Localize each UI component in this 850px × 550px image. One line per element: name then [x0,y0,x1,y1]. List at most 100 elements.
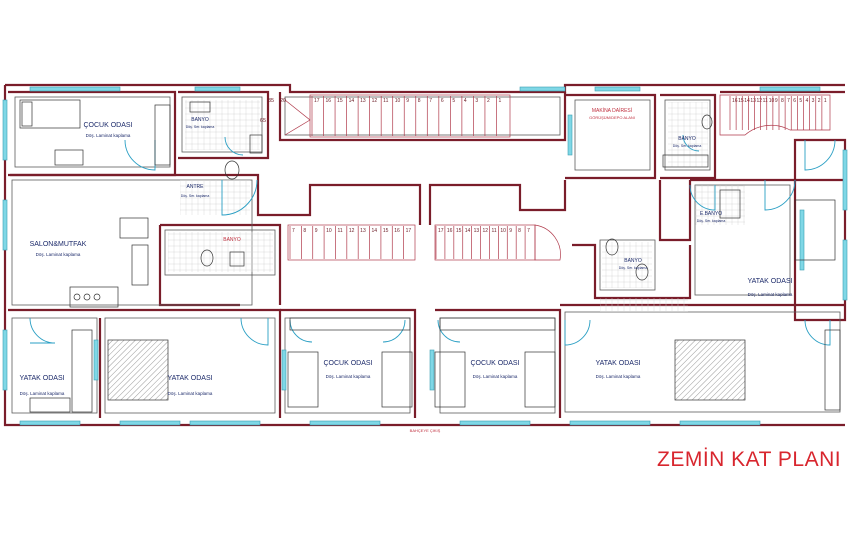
room-labels: ÇOCUK ODASI Döş. Laminat kaplama BANYO D… [19,107,792,433]
stair-step-number: 13 [750,98,756,104]
stair-step-number: 9 [315,228,318,234]
stair-step-number: 14 [744,98,750,104]
label-cocuk-odasi-top-left: ÇOCUK ODASI [83,122,132,129]
stair-step-number: 14 [465,228,471,234]
door-swings [29,134,836,346]
stair-step-number: 14 [349,98,355,104]
label-bottom-note: BAHÇEYE ÇIKIŞ [410,428,441,433]
stair-step-number: 2 [487,98,490,104]
stair-step-number: 13 [474,228,480,234]
label-cocuk-odasi-mid-right: ÇOCUK ODASI [470,360,519,367]
stair-step-number: 4 [806,98,809,104]
label-yatak-odasi-right2: YATAK ODASI [747,278,792,285]
label-banyo-mid-left: BANYO [223,237,241,243]
stair-step-number: 15 [383,228,389,234]
stair-step-number: 8 [781,98,784,104]
stair-step-number: 16 [394,228,400,234]
stair-step-number: 16 [732,98,738,104]
stair-step-number: 13 [360,98,366,104]
plan-title: ZEMİN KAT PLANI [657,448,841,471]
label-cocuk-odasi-top-left-floor: Döş. Laminat kaplama [86,133,131,138]
label-salon-mutfak: SALON&MUTFAK [30,241,87,248]
label-cocuk-odasi-mid-right-floor: Döş. Laminat kaplama [473,374,518,379]
dim-20: 20 [280,98,286,104]
stair-step-number: 6 [793,98,796,104]
stair-step-number: 10 [326,228,332,234]
label-yatak-odasi-left2-floor: Döş. Laminat kaplama [168,391,213,396]
stair-step-number: 15 [738,98,744,104]
stair-step-number: 3 [812,98,815,104]
label-ebanyo: E.BANYO [700,211,722,217]
stair-step-number: 10 [769,98,775,104]
dim-65: 65 [260,118,266,124]
stair-step-number: 7 [787,98,790,104]
stair-step-number: 15 [456,228,462,234]
dim-35: 35 [268,98,274,104]
inner-partitions [11,96,841,414]
label-antre: ANTRE [187,184,205,190]
stair-step-number: 2 [818,98,821,104]
label-banyo-top-left: BANYO [191,117,209,123]
stair-step-number: 14 [372,228,378,234]
label-makina-dairesi: MAKİNA DAİRESİ [592,107,632,114]
stair-step-number: 7 [429,98,432,104]
stair-step-number: 1 [824,98,827,104]
tiled-floors [168,100,745,312]
stair-step-number: 16 [447,228,453,234]
label-banyo-top-left-floor: Döş. Ser. kaplama [186,125,215,129]
label-yatak-odasi-left1: YATAK ODASI [19,375,64,382]
label-ebanyo-floor: Döş. Ser. kaplama [697,219,726,223]
label-cocuk-odasi-mid-left: ÇOCUK ODASI [323,360,372,367]
dimension-marks: 35 20 65 [260,98,286,124]
label-banyo-mid-right: BANYO [624,258,642,264]
stair-step-number: 8 [303,228,306,234]
label-yatak-odasi-left1-floor: Döş. Laminat kaplama [20,391,65,396]
label-banyo-mid-right-floor: Döş. Ser. kaplama [619,266,648,270]
label-yatak-odasi-right2-floor: Döş. Laminat kaplama [748,292,793,297]
label-banyo-top-right: BANYO [678,136,696,142]
stair-step-number: 17 [406,228,412,234]
stair-step-number: 5 [452,98,455,104]
stair-step-number: 10 [500,228,506,234]
stair-step-number: 7 [527,228,530,234]
stair-step-number: 11 [491,228,496,234]
stair-step-number: 5 [799,98,802,104]
stair-step-number: 1 [498,98,501,104]
stair-step-number: 17 [314,98,320,104]
stair-step-number: 15 [337,98,343,104]
stair-step-number: 3 [475,98,478,104]
label-makina-dairesi-sub: GÖRÜŞÜM/DEPO ALANI [589,115,635,120]
label-yatak-odasi-right1-floor: Döş. Laminat kaplama [596,374,641,379]
label-yatak-odasi-left2: YATAK ODASI [167,375,212,382]
stair-step-number: 16 [326,98,332,104]
stair-step-number: 11 [337,228,342,234]
windows [2,86,848,426]
stair-step-number: 8 [418,98,421,104]
label-cocuk-odasi-mid-left-floor: Döş. Laminat kaplama [326,374,371,379]
stair-step-number: 10 [395,98,401,104]
stair-step-number: 12 [483,228,489,234]
stair-step-number: 9 [509,228,512,234]
label-antre-floor: Döş. Ser. kaplama [181,194,210,198]
stair-step-number: 17 [438,228,444,234]
label-salon-mutfak-floor: Döş. Laminat kaplama [36,252,81,257]
stair-step-number: 11 [763,98,768,104]
stair-step-number: 8 [518,228,521,234]
stair-step-number: 9 [775,98,778,104]
furniture [19,99,841,413]
staircase-top: 17 16 15 14 13 12 11 10 9 8 7 6 5 4 3 2 1 [284,94,511,138]
stair-step-number: 9 [406,98,409,104]
stair-step-number: 13 [360,228,366,234]
label-yatak-odasi-right1: YATAK ODASI [595,360,640,367]
label-banyo-top-right-floor: Döş. Ser. kaplama [673,144,702,148]
stair-step-number: 12 [757,98,763,104]
stair-step-number: 6 [441,98,444,104]
stair-step-number: 7 [292,228,295,234]
stair-step-number: 11 [383,98,388,104]
stair-step-number: 12 [372,98,378,104]
stair-step-number: 4 [464,98,467,104]
stair-step-number: 12 [349,228,355,234]
